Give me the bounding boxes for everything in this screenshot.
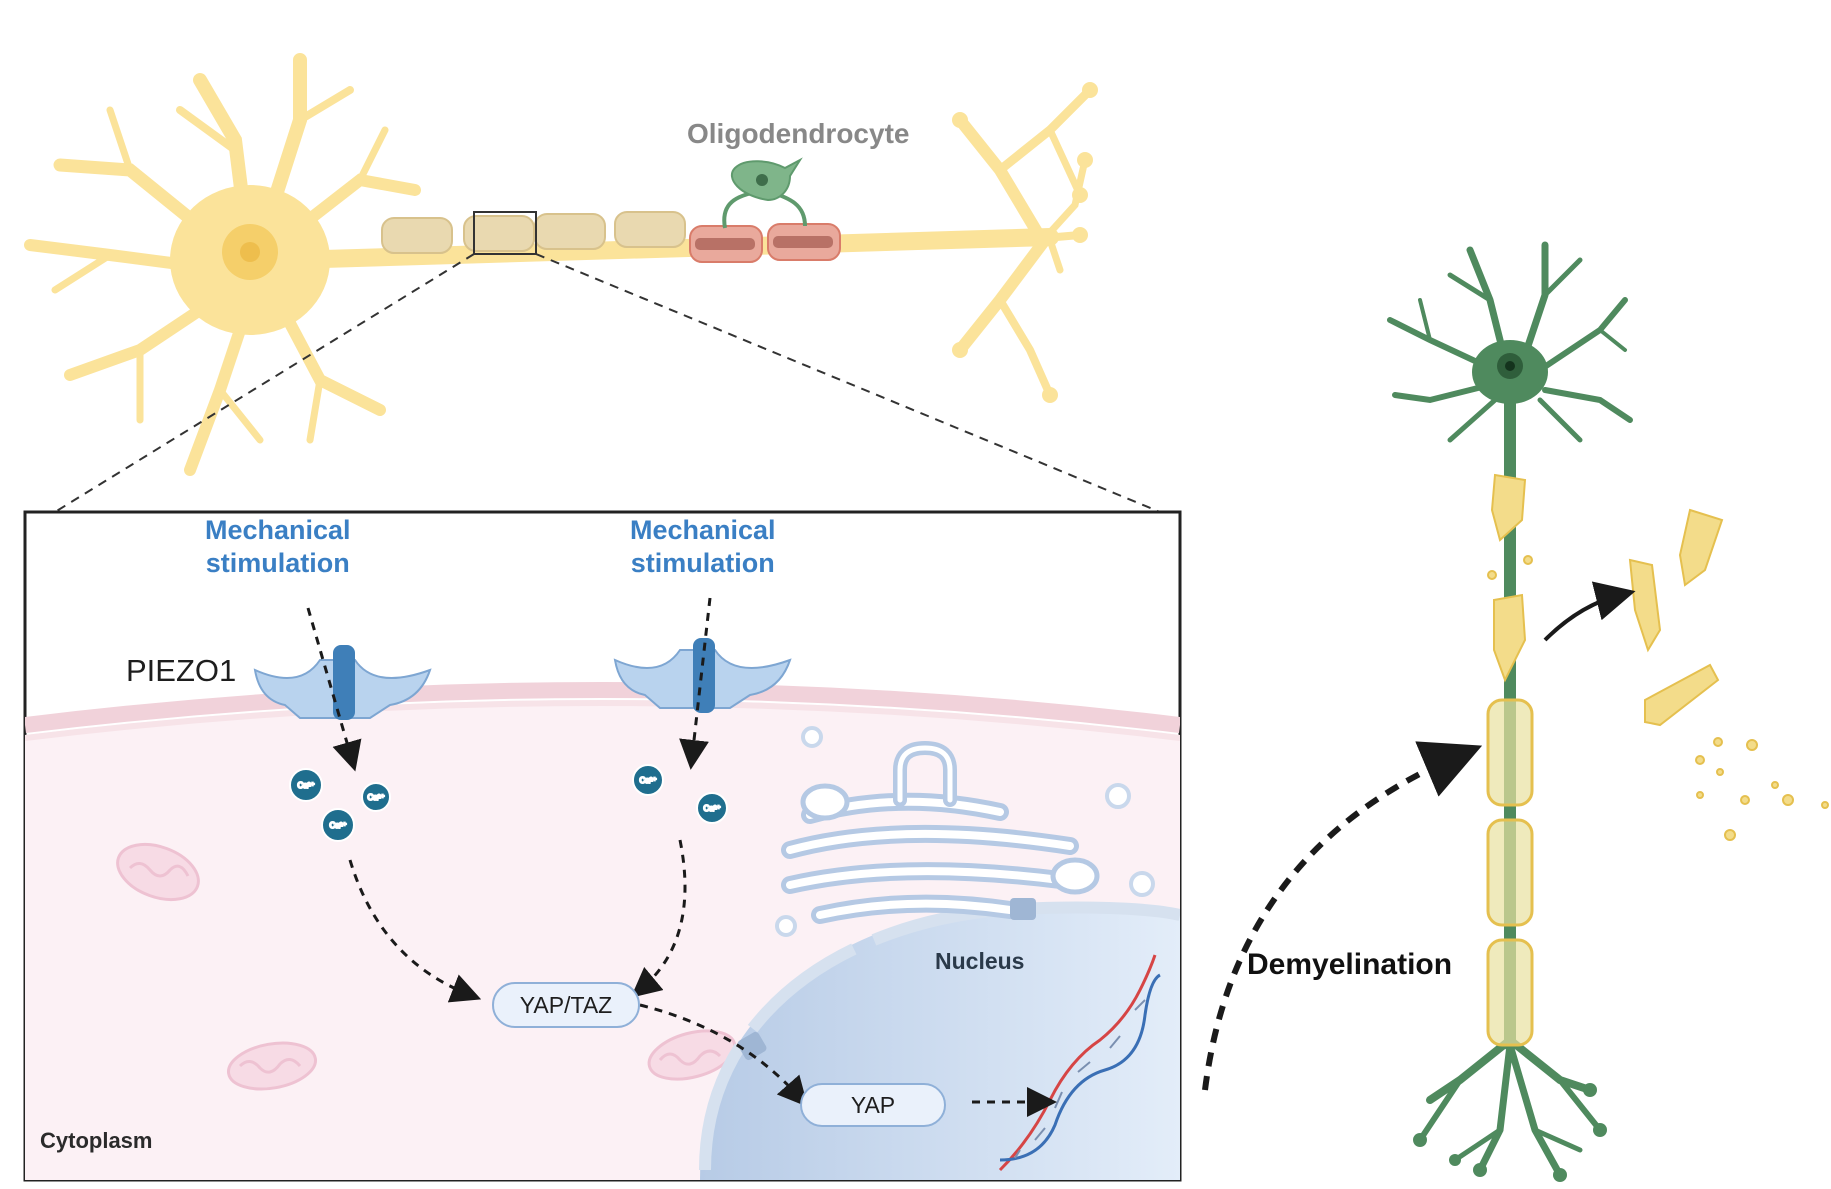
calcium-ion-label: Ca²⁺ [329, 821, 346, 830]
mechanical-stimulation-label-left: Mechanical stimulation [205, 515, 351, 578]
debris-arrow [1543, 581, 1636, 642]
calcium-ion-label: Ca²⁺ [367, 793, 384, 802]
zoom-line-right [535, 253, 1161, 513]
cytoplasm-label: Cytoplasm [40, 1128, 153, 1153]
piezo1-channel-left [253, 645, 432, 720]
mitochondrion [116, 842, 200, 902]
zoom-box [473, 211, 537, 255]
nucleus-label: Nucleus [935, 948, 1025, 974]
zoom-line-left [54, 253, 475, 513]
green-neuron [1387, 241, 1633, 1182]
golgi-apparatus [781, 740, 1100, 924]
oligodendrocyte-label: Oligodendrocyte [687, 118, 910, 149]
piezo1-label: PIEZO1 [126, 653, 237, 688]
nuclear-pore [737, 898, 1036, 1061]
oligodendrocyte [722, 157, 807, 229]
mechanical-stimulation-label-right: Mechanical stimulation [630, 515, 776, 578]
mitochondrion [647, 1029, 737, 1081]
cell-zoom-panel: Ca²⁺ Ca²⁺ Ca²⁺ Ca²⁺ Ca²⁺ [23, 510, 1182, 1182]
yap-taz-node: YAP/TAZ [492, 982, 640, 1028]
calcium-ion-label: Ca²⁺ [639, 776, 656, 785]
dna-helix [998, 954, 1161, 1172]
vesicles [775, 726, 1155, 937]
demyelination-arrow [1202, 741, 1483, 1091]
yellow-neuron [24, 53, 1098, 476]
calcium-ion-label: Ca²⁺ [297, 781, 314, 790]
demyelination-label: Demyelination [1247, 948, 1453, 981]
yap-label: YAP [850, 1091, 896, 1118]
yap-taz-label: YAP/TAZ [519, 991, 613, 1018]
myelin-debris [1628, 508, 1829, 841]
yap-node: YAP [800, 1083, 946, 1127]
calcium-ion-label: Ca²⁺ [703, 804, 720, 813]
mitochondrion [227, 1041, 317, 1091]
calcium-ions: Ca²⁺ Ca²⁺ Ca²⁺ Ca²⁺ Ca²⁺ [289, 764, 728, 842]
